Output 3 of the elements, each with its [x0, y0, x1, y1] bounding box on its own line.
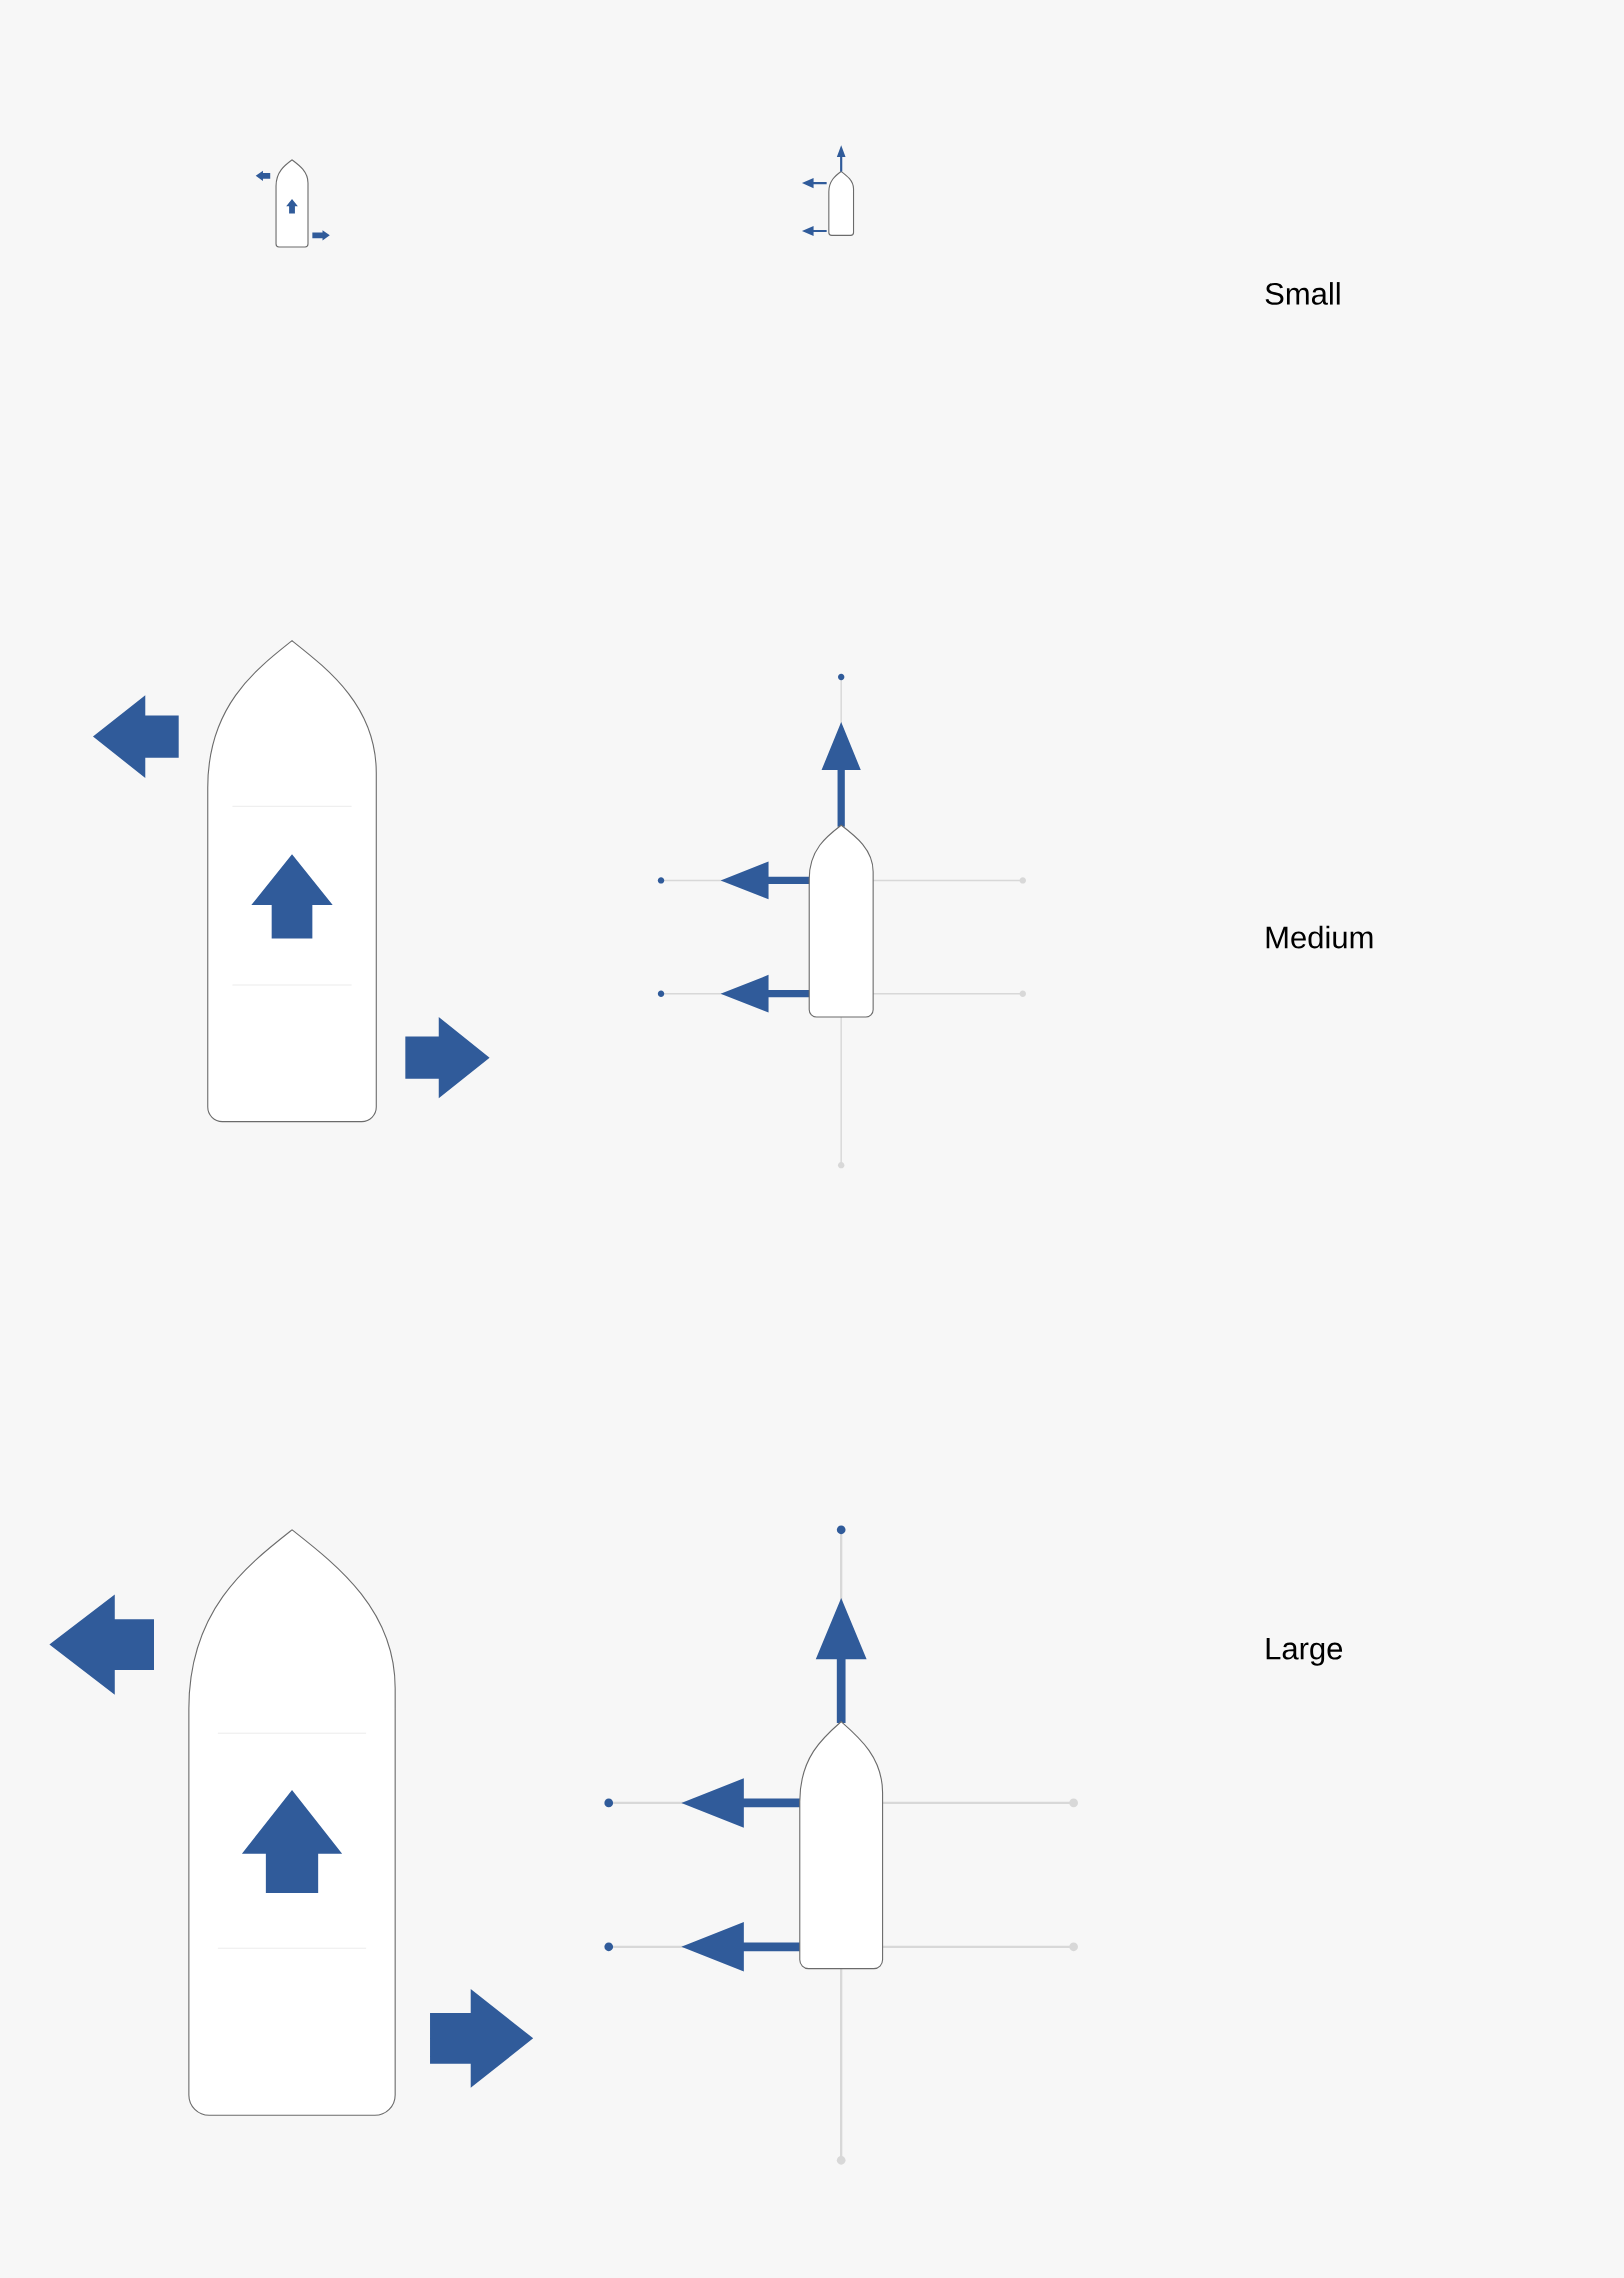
size-label: Medium: [1266, 925, 1373, 949]
size-label: Small: [1265, 282, 1340, 305]
size-label: Large: [1266, 1638, 1342, 1666]
